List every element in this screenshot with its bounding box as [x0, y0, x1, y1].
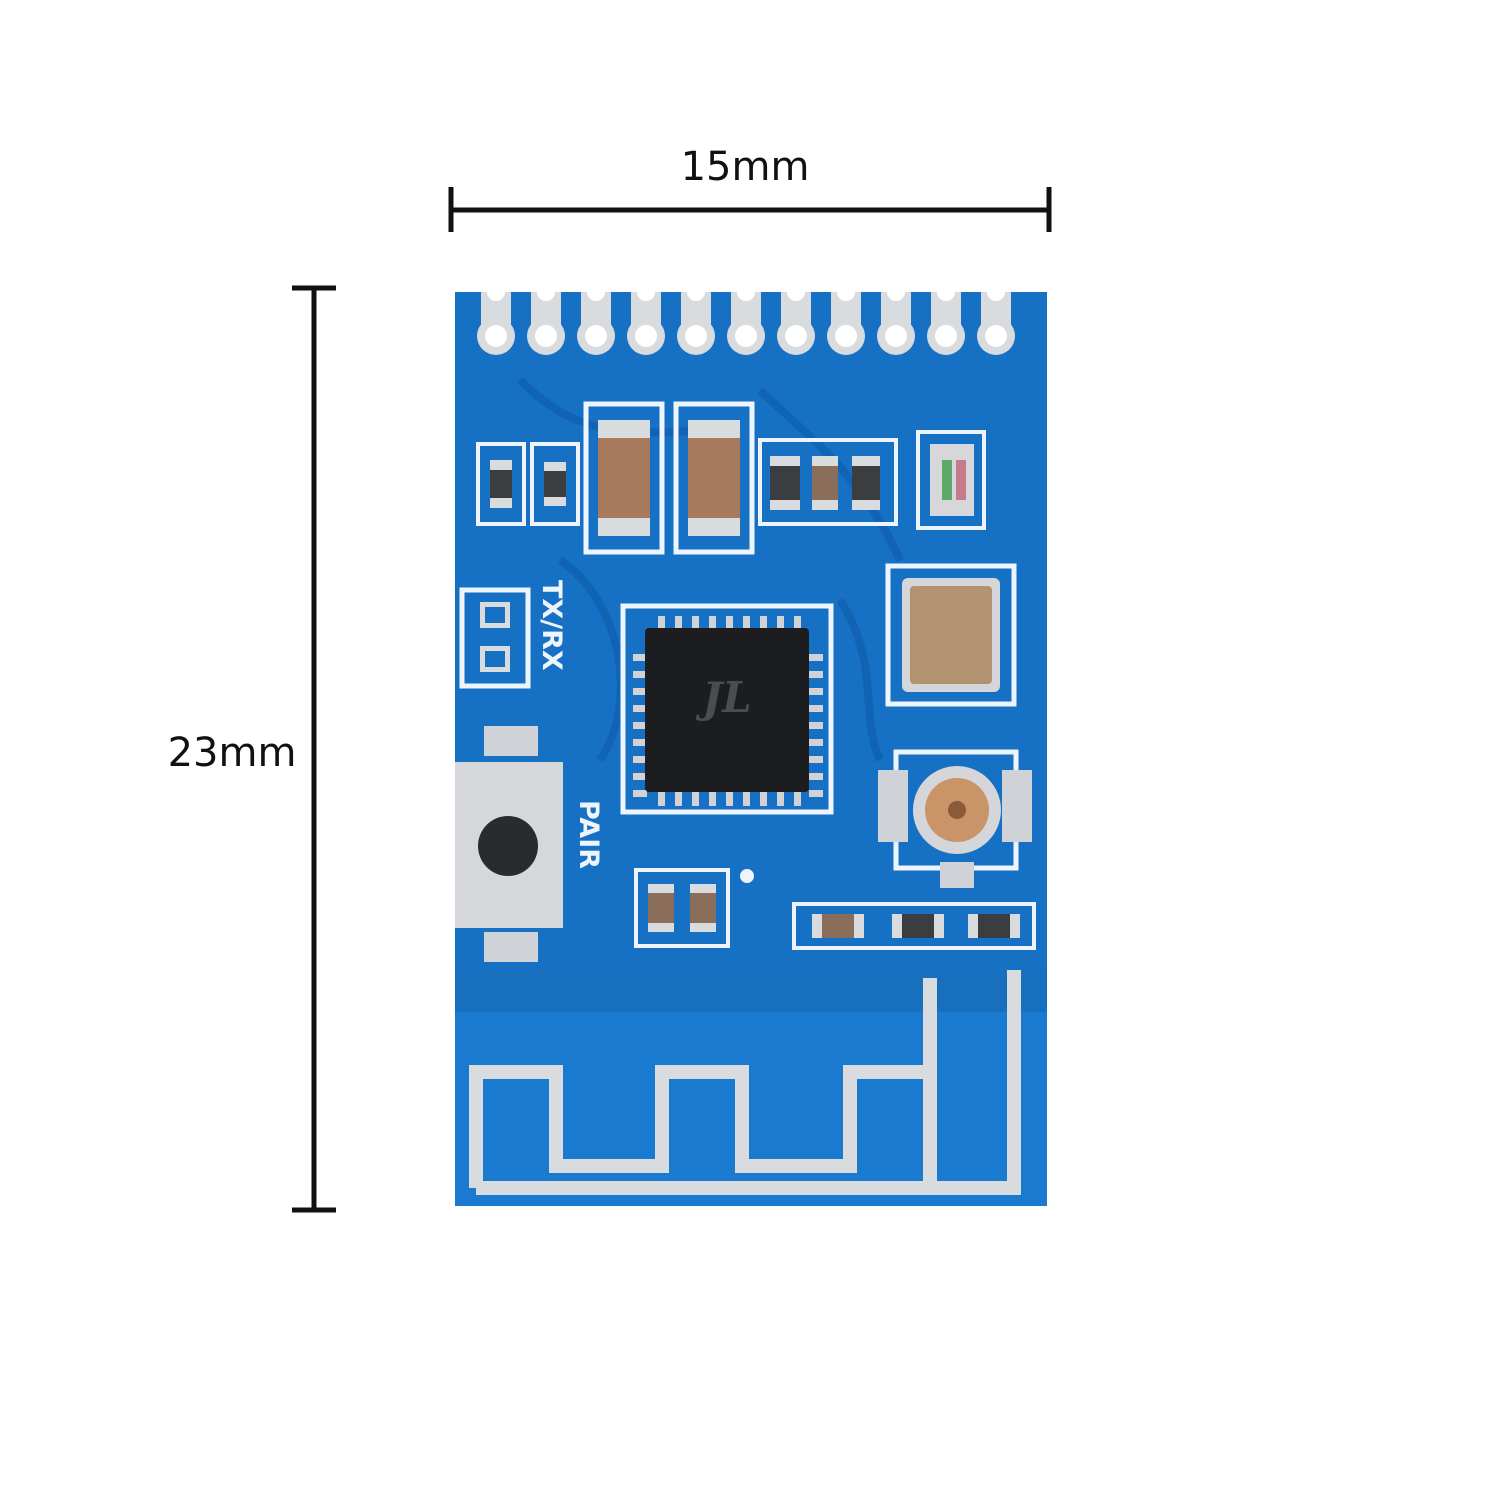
pin-pad — [827, 283, 865, 355]
chip-pin — [692, 616, 699, 630]
chip-logo: JL — [695, 673, 751, 722]
pair-silkscreen: PAIR — [573, 800, 604, 869]
chip-pin — [709, 792, 716, 806]
chip-pin — [633, 722, 647, 729]
chip-pin — [809, 654, 823, 661]
chip-pin — [794, 792, 801, 806]
pcb-antenna-trace — [469, 970, 1021, 1195]
width-dimension: 15mm — [448, 144, 1052, 232]
chip-pins — [633, 616, 823, 806]
chip-pin — [809, 773, 823, 780]
chip-pin — [633, 688, 647, 695]
top-components — [476, 401, 986, 555]
pin-pad — [927, 283, 965, 355]
pin-pad — [877, 283, 915, 355]
chip-pin — [633, 773, 647, 780]
chip-pin — [658, 616, 665, 630]
pin-pad — [777, 283, 815, 355]
chip-pin — [633, 739, 647, 746]
chip-pin — [658, 792, 665, 806]
bluetooth-chip: JL — [620, 603, 834, 815]
chip-pin — [675, 616, 682, 630]
chip-pin — [743, 792, 750, 806]
chip-pin — [809, 739, 823, 746]
chip-pin — [809, 671, 823, 678]
pair-button: PAIR — [455, 726, 604, 962]
pin-pad — [727, 283, 765, 355]
chip-pin — [633, 756, 647, 763]
chip-pin — [633, 705, 647, 712]
chip-pin — [726, 616, 733, 630]
crystal-oscillator — [885, 563, 1017, 707]
pin-pad — [577, 283, 615, 355]
chip-pin — [809, 705, 823, 712]
pin-pad — [527, 283, 565, 355]
antenna-connector — [878, 749, 1032, 888]
chip-pin — [809, 722, 823, 729]
lower-components — [634, 868, 1036, 950]
chip-pin — [794, 616, 801, 630]
pin-pad — [977, 283, 1015, 355]
pin-header-row — [477, 283, 1015, 355]
chip-pin — [633, 654, 647, 661]
chip-pin — [633, 671, 647, 678]
pin-pad — [477, 283, 515, 355]
txrx-silkscreen: TX/RX — [536, 580, 567, 671]
bluetooth-module-board: TX/RX JL — [455, 283, 1047, 1206]
chip-pin — [692, 792, 699, 806]
chip-pin — [809, 790, 823, 797]
pin-pad — [677, 283, 715, 355]
height-label: 23mm — [168, 730, 297, 776]
chip-pin — [760, 616, 767, 630]
chip-pin — [709, 616, 716, 630]
chip-pin — [777, 792, 784, 806]
chip-pin — [633, 790, 647, 797]
chip-pin — [726, 792, 733, 806]
chip-pin — [675, 792, 682, 806]
chip-pin — [760, 792, 767, 806]
chip-pin — [777, 616, 784, 630]
chip-pin — [809, 756, 823, 763]
chip-pin — [743, 616, 750, 630]
width-label: 15mm — [681, 144, 810, 190]
chip-pin — [809, 688, 823, 695]
height-dimension: 23mm — [168, 285, 336, 1213]
txrx-jumper: TX/RX — [459, 580, 567, 689]
pin-pad — [627, 283, 665, 355]
